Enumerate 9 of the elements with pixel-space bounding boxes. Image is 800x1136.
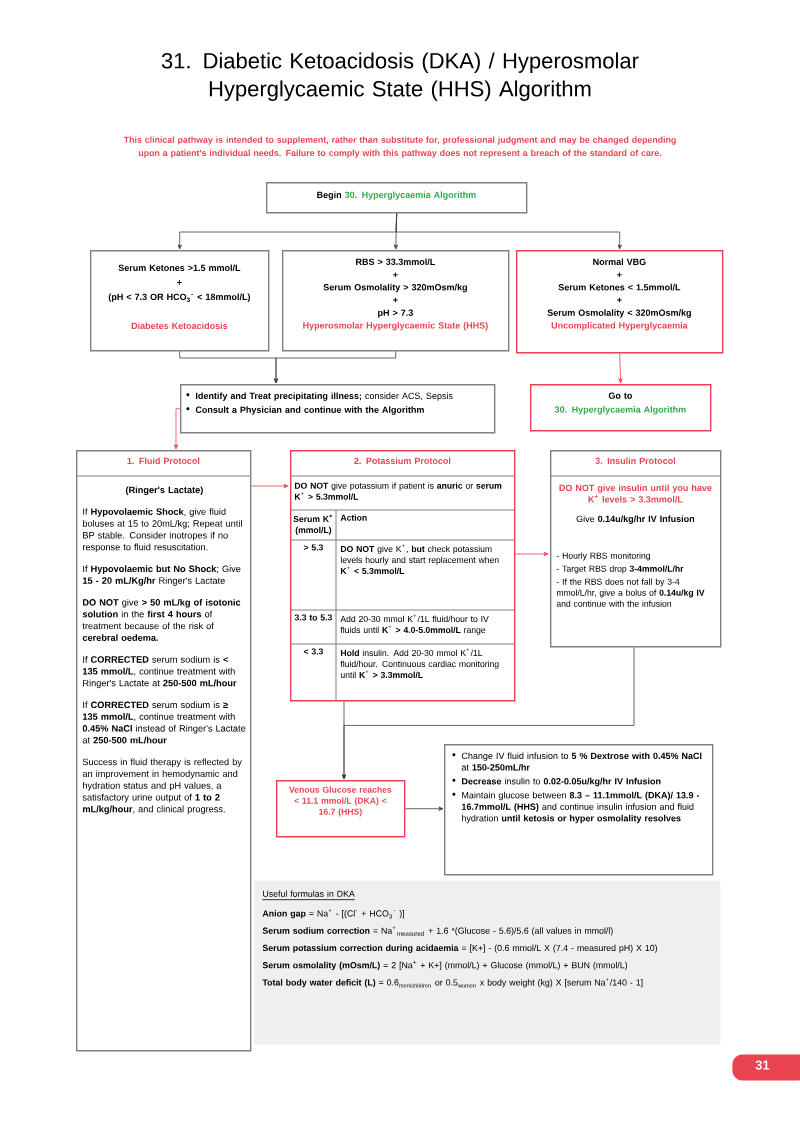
- arrow: [251, 483, 289, 489]
- arrow: [173, 408, 181, 450]
- arrow: [405, 806, 444, 811]
- title: 31. Diabetic Ketoacidosis (DKA) / Hyperosmolar Hyperglycaemic State (HHS) Algorithm: [161, 52, 639, 101]
- arrow: [395, 213, 622, 250]
- arrow: [273, 351, 397, 384]
- arrow: [618, 353, 623, 384]
- arrow: [515, 551, 549, 557]
- arrow: [341, 647, 635, 780]
